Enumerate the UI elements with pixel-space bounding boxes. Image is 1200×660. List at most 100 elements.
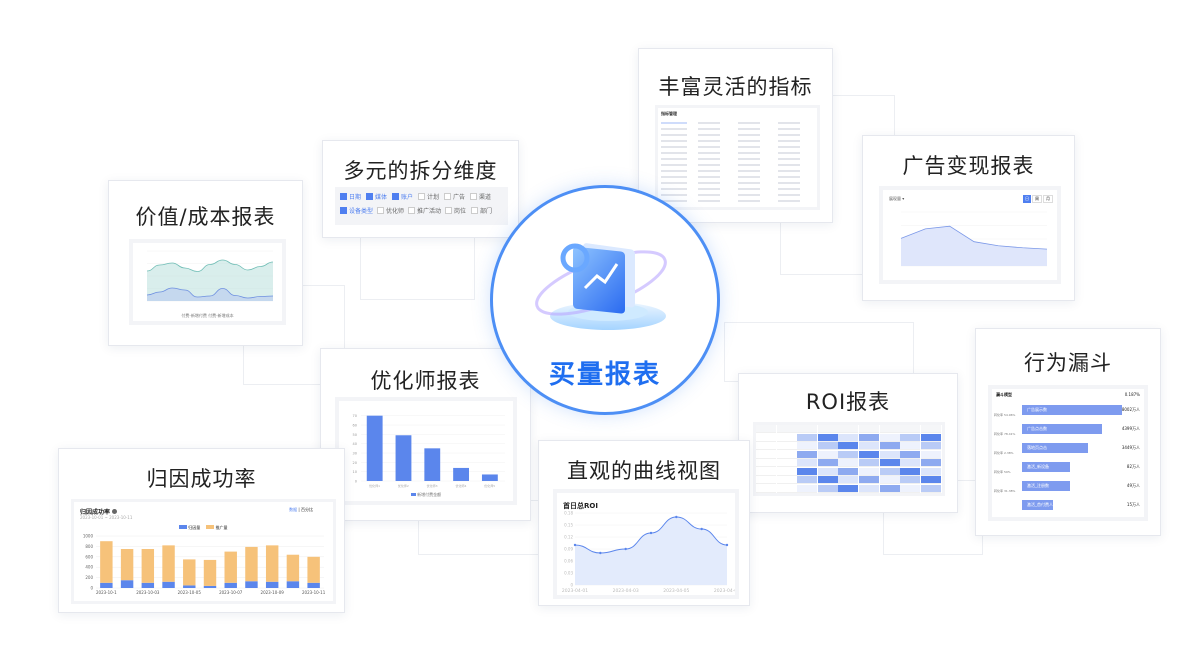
metric-item[interactable]: [698, 152, 720, 154]
table-cell: [756, 467, 776, 476]
metric-item[interactable]: [738, 194, 760, 196]
metric-item[interactable]: [661, 194, 687, 196]
tab-data[interactable]: 数据: [289, 507, 298, 512]
metric-item[interactable]: [738, 200, 760, 202]
metric-item[interactable]: [778, 122, 800, 124]
table-cell: [776, 484, 797, 493]
series-line: [146, 287, 274, 299]
metric-item[interactable]: [778, 182, 800, 184]
metric-item[interactable]: [661, 134, 687, 136]
table-cell: [817, 433, 838, 442]
dimension-checkbox[interactable]: 岗位: [445, 206, 467, 215]
metric-item[interactable]: [778, 140, 800, 142]
metric-item[interactable]: [778, 188, 800, 190]
dimension-checkbox[interactable]: 优化师: [377, 206, 404, 215]
metric-item[interactable]: [661, 140, 687, 142]
help-icon[interactable]: [112, 509, 118, 514]
funnel-step[interactable]: 落地页点击: [1022, 443, 1088, 453]
metric-item[interactable]: [738, 140, 760, 142]
tab-day[interactable]: 日: [1023, 195, 1031, 203]
metric-item[interactable]: [778, 200, 800, 202]
metric-item[interactable]: [661, 122, 687, 124]
metric-item[interactable]: [698, 140, 720, 142]
metric-item[interactable]: [778, 170, 800, 172]
dimension-checkbox[interactable]: 计划: [418, 192, 440, 201]
metric-item[interactable]: [778, 134, 800, 136]
tab-month[interactable]: 月: [1043, 195, 1053, 203]
dimension-checkbox[interactable]: 账户: [392, 192, 414, 201]
metric-item[interactable]: [778, 146, 800, 148]
metric-item[interactable]: [778, 128, 800, 130]
x-tick-label: 优化师5: [484, 483, 495, 488]
metric-item[interactable]: [661, 146, 687, 148]
metric-item[interactable]: [661, 164, 687, 166]
dimension-checkbox[interactable]: 渠道: [470, 192, 492, 201]
metric-item[interactable]: [738, 170, 760, 172]
funnel-step[interactable]: 广告点击数: [1022, 424, 1102, 434]
x-tick-label: 2023-10-09: [261, 590, 285, 595]
metric-item[interactable]: [698, 194, 720, 196]
metric-item[interactable]: [738, 134, 760, 136]
metric-item[interactable]: [738, 176, 760, 178]
dimension-checkbox[interactable]: 媒体: [366, 192, 388, 201]
metric-item[interactable]: [698, 182, 720, 184]
metric-item[interactable]: [778, 152, 800, 154]
metric-item[interactable]: [698, 176, 720, 178]
bar-segment: [245, 546, 258, 582]
metric-item[interactable]: [738, 152, 760, 154]
dimension-checkbox[interactable]: 广告: [444, 192, 466, 201]
dimension-checkbox[interactable]: 部门: [471, 206, 493, 215]
y-tick-label: 50: [353, 433, 357, 437]
table-cell: [776, 433, 797, 442]
metric-item[interactable]: [661, 188, 687, 190]
y-tick-label: 0.12: [564, 535, 573, 540]
funnel-step[interactable]: 激活_新设备: [1022, 462, 1070, 472]
y-tick-label: 60: [353, 424, 357, 428]
funnel-step[interactable]: 激活_注册数: [1022, 481, 1070, 491]
metric-item[interactable]: [698, 170, 720, 172]
metric-item[interactable]: [738, 122, 760, 124]
metric-item[interactable]: [778, 158, 800, 160]
table-cell: [879, 459, 900, 467]
metric-item[interactable]: [738, 146, 760, 148]
funnel-total-rate: 0.187%: [1124, 392, 1140, 397]
metric-item[interactable]: [698, 188, 720, 190]
metric-item[interactable]: [698, 134, 720, 136]
metric-item[interactable]: [778, 176, 800, 178]
metric-item[interactable]: [698, 164, 720, 166]
metric-item[interactable]: [778, 164, 800, 166]
metric-item[interactable]: [661, 128, 687, 130]
dimension-checkbox[interactable]: 推广活动: [408, 206, 441, 215]
funnel-step[interactable]: 激活_首付费人数: [1022, 500, 1057, 510]
metric-item[interactable]: [661, 176, 687, 178]
metric-item[interactable]: [661, 170, 687, 172]
metrics-card: 丰富灵活的指标 指标管理: [638, 48, 833, 223]
tab-week[interactable]: 周: [1032, 195, 1042, 203]
chart-panel: 归因成功率 2023-10-01 ~ 2023-10-11 数据 | 百分比 归…: [71, 499, 336, 604]
funnel-step[interactable]: 广告展示数: [1022, 405, 1122, 415]
metric-item[interactable]: [661, 152, 687, 154]
metric-item[interactable]: [661, 158, 687, 160]
metric-item[interactable]: [698, 122, 720, 124]
dimension-checkbox[interactable]: 设备类型: [340, 206, 373, 215]
metric-item[interactable]: [738, 182, 760, 184]
metric-select[interactable]: 展现量 ▾: [889, 196, 905, 201]
table-cell: [817, 484, 838, 493]
tab-percent[interactable]: 百分比: [301, 507, 313, 512]
metric-item[interactable]: [738, 164, 760, 166]
x-tick-label: 2023-04-01: [562, 588, 588, 594]
value-cost-chart: [146, 250, 274, 302]
metric-item[interactable]: [661, 182, 687, 184]
metric-item[interactable]: [738, 128, 760, 130]
x-tick-label: 2023-04-05: [663, 588, 689, 594]
metric-item[interactable]: [698, 128, 720, 130]
metric-item[interactable]: [738, 188, 760, 190]
metric-item[interactable]: [661, 200, 687, 202]
dimension-checkbox[interactable]: 日期: [340, 192, 362, 201]
metric-item[interactable]: [698, 200, 720, 202]
metric-item[interactable]: [738, 158, 760, 160]
metric-item[interactable]: [778, 194, 800, 196]
table-cell: [756, 484, 776, 493]
metric-item[interactable]: [698, 158, 720, 160]
metric-item[interactable]: [698, 146, 720, 148]
